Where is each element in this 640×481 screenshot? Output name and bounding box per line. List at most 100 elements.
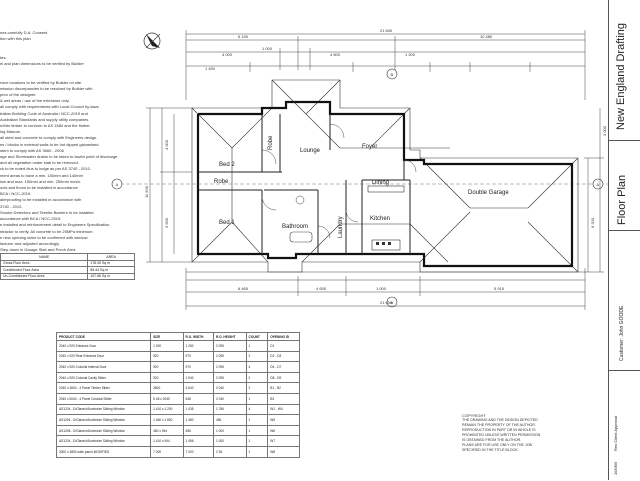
schedule-cell: 1 [245, 414, 269, 426]
door-swings [261, 123, 417, 239]
schedule-cell: 1 000 [212, 435, 247, 447]
svg-text:A: A [116, 182, 119, 187]
schedule-cell: B3 [267, 392, 300, 405]
copyright-line: PROHIBITED UNLESS WRITTEN PERMISSION [462, 433, 541, 437]
schedule-cell: 1 300 [150, 340, 184, 352]
schedule-cell: 1 [245, 340, 269, 352]
copyright-line: SPECIFIED IN THE TITLE BLOCK. [462, 448, 519, 452]
kitchen-bench [367, 185, 405, 193]
schedule-cell: B1 - B2 [267, 382, 300, 394]
dim-top-b: 1 000 [262, 46, 273, 51]
schedule-cell: 460 x 944 [150, 424, 184, 437]
note-line: all steel and concrete to comply with En… [0, 135, 98, 141]
schedule-cell: 1 [245, 424, 269, 437]
kitchen-island [371, 239, 401, 251]
floor-plan-drawing: 21 600 6 190 10 480 4 000 1 000 4 600 1 … [111, 28, 608, 310]
schedule-cell: 2 [245, 371, 269, 384]
note-line: stem to comply with AS 3660 - 2006 [0, 147, 64, 153]
dim-bottom-overall: 21 600 [380, 300, 393, 305]
customer-name: Customer: John GOODE [619, 305, 625, 361]
note-line: accordance with BCA / NCC-2019. [0, 216, 62, 222]
note-line: Australian Standards and supply utility … [0, 116, 90, 122]
room-laundry: Laundry [338, 216, 344, 238]
schedule-cell: 2 [245, 382, 269, 394]
dim-top-right: 10 480 [480, 34, 493, 39]
left-dimension-lines [146, 107, 192, 263]
note-line: ing Manual. [0, 129, 21, 135]
schedule-cell: 2040 x 5040 - 4 Panel Colonial Slider [55, 392, 152, 405]
title-block: New England Drafting Floor Plan Customer… [608, 0, 640, 480]
schedule-cell: W8 [267, 445, 300, 458]
schedule-cell: 2040 x 3600 - 4 Panel Timber Slider [55, 382, 152, 394]
note-line: ment areas to have a min. 150mm and 140m… [0, 172, 83, 178]
note-line: & wet areas / use of the extension only. [0, 98, 70, 104]
note-line: e installed and reinforcement detail to … [0, 222, 111, 228]
note-line: el and plan dimensions to be verified by… [0, 61, 84, 67]
copyright-line: THE DRAWING AND THE DESIGN DEPICTED [462, 418, 538, 422]
table-row: Un-Conditioned Floor Area 107.66 Sq m [0, 272, 135, 280]
schedule-cell: 970 [182, 361, 214, 373]
schedule-cell: 548 [182, 392, 214, 405]
dim-overall-top: 21 600 [380, 28, 393, 33]
schedule-cell: 2040 x 920 Colonial Cavity Slider [55, 371, 152, 384]
copyright-note: COPYRIGHT THE DRAWING AND THE DESIGN DEP… [462, 413, 602, 453]
schedule-cell: 2 095 [212, 361, 247, 373]
note-line: 3740 - 2010. [0, 203, 23, 209]
schedule-cell: 920 [150, 361, 184, 373]
note-line: tes: [0, 54, 7, 60]
schedule-cell: AS1204 - D/Glazed Aluminium Sliding Wind… [55, 435, 152, 447]
room-bed-2: Bed 2 [219, 162, 235, 168]
exterior-walls [196, 100, 574, 268]
revision-date: 16/06/9 [613, 461, 618, 475]
schedule-cell: 7 000 [182, 445, 214, 458]
schedule-cell: AS1208 - D/Glazed Aluminium Sliding Wind… [55, 424, 152, 437]
col-count: COUNT [245, 332, 269, 341]
dim-top-e: 1 450 [205, 66, 216, 71]
note-line: tion with this plan [0, 36, 31, 42]
dim-bottom-b: 4 655 [316, 286, 327, 291]
bathtub [289, 231, 313, 243]
room-dining: Dining [372, 180, 389, 186]
schedule-cell: 1 250 [182, 340, 214, 352]
revision-cell: Rev Client Approval 16/06/9 [609, 370, 640, 481]
note-line: e new opening sizes to be confirmed with… [0, 234, 88, 240]
sheet-title: Floor Plan [616, 174, 628, 225]
section-marker-top: B [386, 68, 398, 80]
schedule-cell: W7 [267, 435, 300, 447]
note-line: Smoke Detectors and Termite Barriers to … [0, 209, 94, 215]
dim-top-d: 1 200 [405, 52, 416, 57]
schedule-cell: 1 480 [182, 414, 214, 426]
schedule-cell: 1 410 x 944 [150, 435, 184, 447]
schedule-cell: 456 [182, 424, 214, 437]
dim-top-c: 4 600 [330, 52, 341, 57]
note-line: es / blocks in external walls to be hot … [0, 141, 100, 147]
room-bathroom: Bathroom [282, 224, 308, 230]
schedule-cell: 3600 [150, 382, 184, 394]
col-ro-width: R.O. WIDTH [182, 332, 214, 341]
col-size: SIZE [150, 332, 184, 341]
dim-bottom-a: 6 465 [238, 286, 249, 291]
svg-text:B: B [391, 72, 394, 77]
area-name: Un-Conditioned Floor Area [0, 272, 89, 280]
dim-top-a: 4 000 [222, 52, 233, 57]
schedule-cell: 3000 x 4850 wide panel-MODIFIED [55, 445, 152, 458]
schedule-cell: 920 [150, 350, 184, 363]
sheet-title-cell: Floor Plan [609, 140, 640, 231]
schedule-cell: 970 [182, 350, 214, 363]
col-ro-height: R.O. HEIGHT [212, 332, 247, 341]
note-line: and all vegetation under slab to be remo… [0, 160, 79, 166]
schedule-cell: AS1204 - D/Glazed Aluminium Sliding Wind… [55, 414, 152, 426]
note-line: all comply with requirements with Local … [0, 104, 100, 110]
note-line: prior of the designer. [0, 92, 37, 98]
revision-note: Rev Client Approval [613, 415, 618, 451]
schedule-cell: 5 48 x 2040 [150, 392, 184, 405]
schedule-cell: 2 095 [212, 340, 247, 352]
